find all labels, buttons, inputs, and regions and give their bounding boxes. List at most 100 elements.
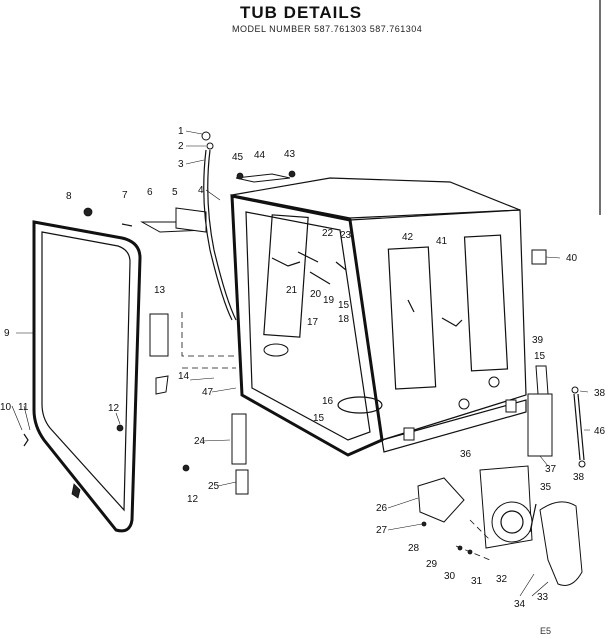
leader-lines — [11, 130, 590, 597]
callout-16: 16 — [322, 396, 334, 407]
callout-14: 14 — [178, 371, 190, 382]
callout-2: 2 — [178, 141, 184, 152]
clip-part-10 — [23, 433, 29, 447]
clip-part-11 — [71, 483, 81, 499]
tub-base-rail — [381, 399, 527, 453]
tub-foot — [403, 427, 415, 441]
callout-9: 9 — [4, 328, 10, 339]
callout-46: 46 — [594, 426, 606, 437]
back-recess — [263, 214, 309, 338]
model-number-line: MODEL NUMBER 587.761303 587.761304 — [232, 24, 422, 34]
bracket-part-25 — [235, 469, 249, 495]
clip-part-40 — [531, 249, 547, 265]
hinge-part-24 — [231, 413, 247, 465]
pump-leaders — [455, 519, 491, 561]
leader-13 — [181, 312, 236, 357]
callout-labels: 1 2 3 4 5 6 7 8 9 10 11 12 12 13 14 15 1… — [0, 126, 606, 610]
hinge-plate-part-6 — [175, 207, 207, 233]
callout-12-upper: 12 — [108, 403, 120, 414]
side-recess-right — [463, 234, 509, 372]
callout-24: 24 — [194, 436, 206, 447]
callout-45: 45 — [232, 152, 244, 163]
callout-15-lower: 15 — [313, 413, 325, 424]
screw-part-29 — [457, 545, 463, 551]
rod-part-46 — [573, 393, 581, 461]
callout-10: 10 — [0, 402, 12, 413]
rod-part-46-edge — [577, 393, 585, 461]
tub-fastener — [458, 398, 470, 410]
callout-38-lower: 38 — [573, 472, 585, 483]
callout-22: 22 — [322, 228, 334, 239]
tub-top-face — [231, 177, 521, 219]
screw-part-27 — [421, 521, 427, 527]
tub-side-face — [349, 209, 527, 441]
callout-7: 7 — [122, 190, 128, 201]
pump-motor-assembly — [417, 465, 583, 586]
callout-1: 1 — [178, 126, 184, 137]
pump-housing-part-26 — [417, 477, 465, 523]
callout-35: 35 — [540, 482, 552, 493]
callout-40: 40 — [566, 253, 578, 264]
screw-part-30 — [467, 549, 473, 555]
motor-part-32 — [491, 501, 533, 543]
callout-37: 37 — [545, 464, 557, 475]
callout-12-lower: 12 — [187, 494, 199, 505]
screw-part-12b — [182, 464, 190, 472]
screw-part-7 — [121, 223, 133, 227]
callout-15-right: 15 — [534, 351, 546, 362]
callout-21: 21 — [286, 285, 298, 296]
callout-43: 43 — [284, 149, 296, 160]
screw-part-12a — [116, 424, 124, 432]
sump-part-17 — [263, 343, 289, 357]
callout-13: 13 — [154, 285, 166, 296]
guard-part-37 — [527, 393, 553, 457]
inner-brackets — [271, 251, 347, 285]
callout-6: 6 — [147, 187, 153, 198]
callout-26: 26 — [376, 503, 388, 514]
callout-11: 11 — [18, 402, 29, 413]
callout-44: 44 — [254, 150, 266, 161]
part-35 — [529, 503, 537, 533]
fill-hose-part-3-edge — [207, 149, 237, 321]
tub-fastener — [488, 376, 500, 388]
side-recess-left — [387, 246, 437, 390]
tub-front-opening — [245, 211, 371, 441]
tub-floor-drain — [337, 396, 383, 414]
door-gasket-part-9 — [32, 220, 142, 533]
tub-assembly — [230, 177, 527, 457]
fill-hose-part-3 — [203, 149, 233, 321]
nut-part-43 — [288, 170, 296, 178]
callout-32: 32 — [496, 574, 508, 585]
part-39 — [535, 365, 549, 395]
bracket-part-44 — [235, 173, 291, 183]
motor-cover-part-33 — [539, 501, 583, 586]
washer-part-2 — [206, 142, 214, 150]
nut-part-45 — [236, 172, 244, 180]
nut-part-38a — [571, 386, 579, 394]
callout-28: 28 — [408, 543, 420, 554]
callout-25: 25 — [208, 481, 220, 492]
callout-3: 3 — [178, 159, 184, 170]
tub-foot — [505, 399, 517, 413]
callout-29: 29 — [426, 559, 438, 570]
callout-17: 17 — [307, 317, 319, 328]
callout-18: 18 — [338, 314, 350, 325]
callout-8: 8 — [66, 191, 72, 202]
callout-31: 31 — [471, 576, 483, 587]
callout-19: 19 — [323, 295, 335, 306]
gasket-inner — [41, 231, 131, 512]
callout-33: 33 — [537, 592, 549, 603]
callout-36: 36 — [460, 449, 472, 460]
callout-30: 30 — [444, 571, 456, 582]
page-code: E5 — [540, 626, 551, 636]
callout-38-upper: 38 — [594, 388, 606, 399]
callout-47: 47 — [202, 387, 214, 398]
clamp-part-1 — [201, 131, 211, 141]
latch-part-13 — [149, 313, 169, 357]
callout-41: 41 — [436, 236, 448, 247]
callout-15-upper: 15 — [338, 300, 350, 311]
clip-part-14 — [155, 375, 169, 395]
callout-34: 34 — [514, 599, 526, 610]
callout-27: 27 — [376, 525, 388, 536]
